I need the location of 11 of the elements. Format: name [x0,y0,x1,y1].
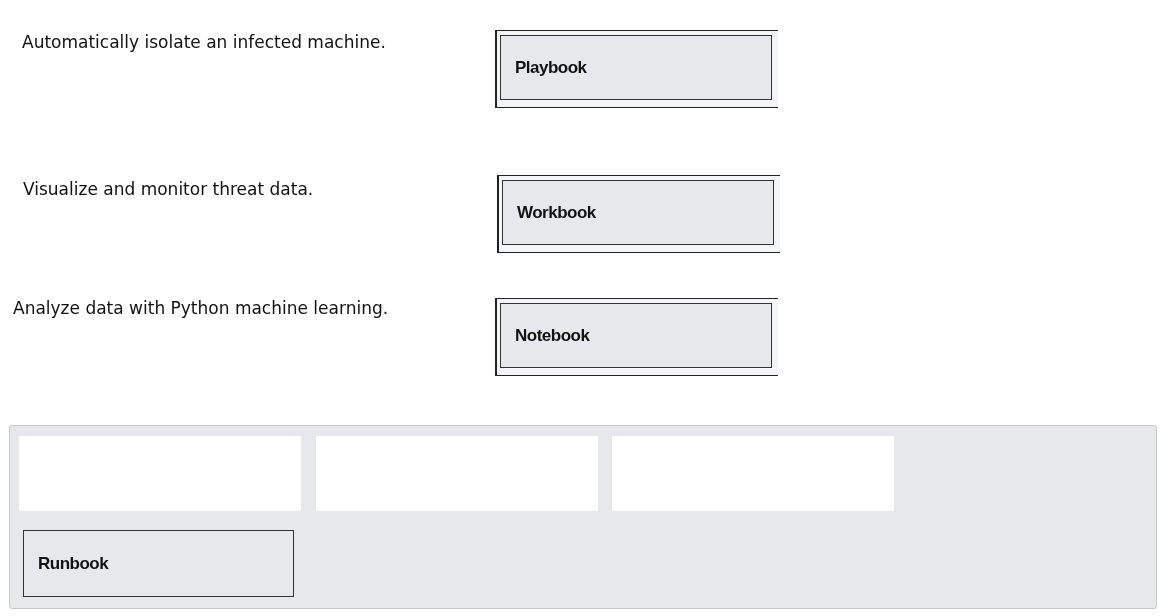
drop-slot [19,436,301,511]
statement-text: Automatically isolate an infected machine. [22,31,386,54]
drop-slot [316,436,598,511]
statement-text: Analyze data with Python machine learning. [13,297,389,320]
answer-tile: Workbook [502,180,774,245]
statement-text: Visualize and monitor threat data. [23,178,314,201]
answer-tile: Playbook [500,35,772,100]
answer-tile: Runbook [23,530,294,597]
answer-bank-panel [9,425,1157,609]
drop-slot [612,436,894,511]
answer-tile: Notebook [500,303,772,368]
